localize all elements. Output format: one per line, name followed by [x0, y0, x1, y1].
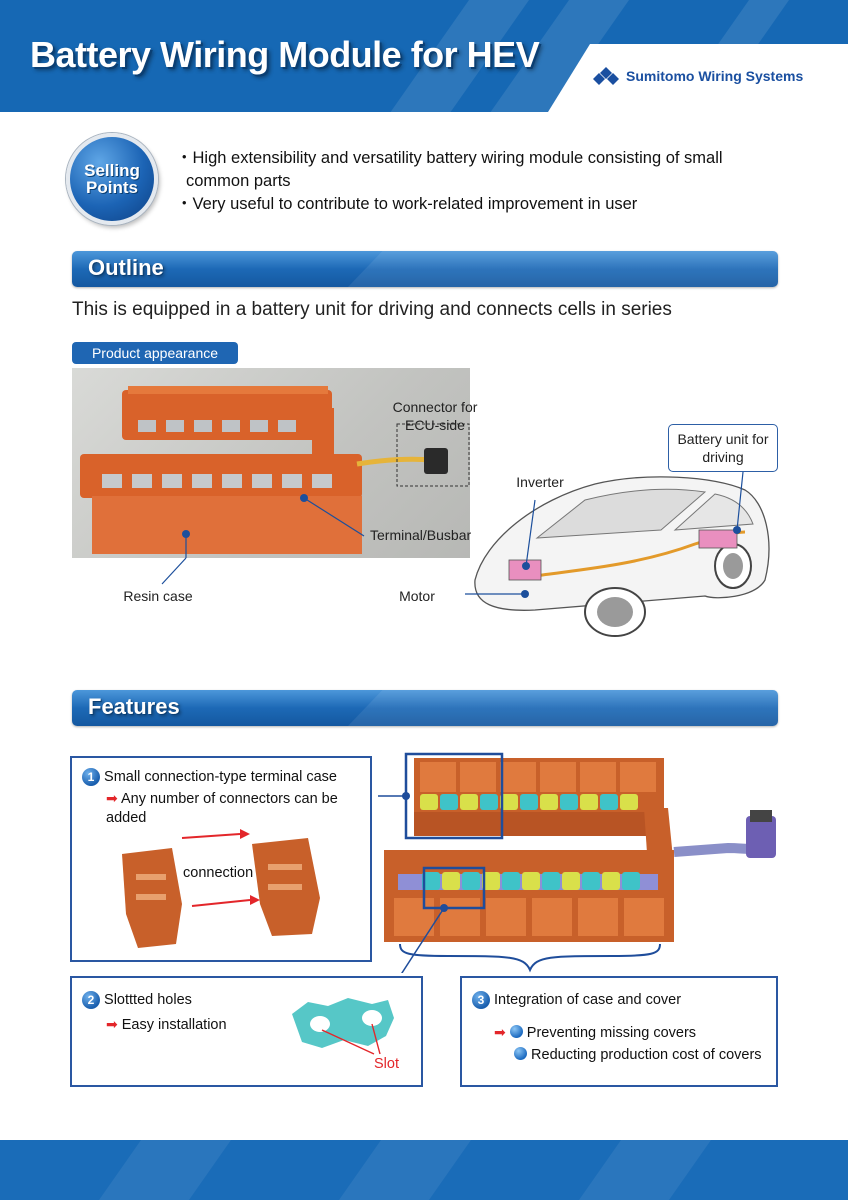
red-arrow-icon: ➡ — [106, 1016, 118, 1032]
feature-2-box: 2 Slottted holes ➡ Easy installation Slo… — [70, 976, 423, 1087]
callout-resin-case: Resin case — [123, 588, 193, 604]
blue-bullet-icon — [514, 1047, 527, 1060]
slot-label: Slot — [374, 1056, 399, 1072]
brand-name: Sumitomo Wiring Systems — [626, 68, 804, 84]
feature-2-title-row: 2 Slottted holes — [82, 991, 282, 1010]
module-diagram — [378, 752, 776, 973]
battery-module-illustration — [80, 386, 470, 558]
callout-connector: Connector for ECU-side — [392, 399, 478, 433]
feature-2-title: Slottted holes — [104, 992, 192, 1008]
feature-3-title-row: 3 Integration of case and cover — [472, 991, 772, 1010]
callout-motor: Motor — [399, 588, 435, 604]
connection-label: connection — [182, 864, 255, 883]
outline-section-bar: Outline — [72, 251, 778, 287]
feature-1-title-row: 1 Small connection-type terminal case — [82, 768, 367, 787]
page-title: Battery Wiring Module for HEV — [30, 34, 540, 75]
feature-number-icon: 1 — [82, 768, 100, 787]
footer-decor-stripe — [338, 1140, 472, 1200]
car-illustration — [465, 471, 770, 637]
feature-1-title: Small connection-type terminal case — [104, 769, 337, 785]
feature-3-item: Reducting production cost of covers — [531, 1047, 762, 1063]
footer-decor-stripe — [98, 1140, 232, 1200]
red-arrow-icon: ➡ — [106, 790, 118, 806]
feature-3-item-row: Reducting production cost of covers — [514, 1046, 776, 1065]
outline-description: This is equipped in a battery unit for d… — [72, 299, 672, 320]
blue-bullet-icon — [509, 1025, 523, 1038]
feature-number-icon: 3 — [472, 991, 490, 1010]
features-heading: Features — [88, 694, 180, 719]
callout-battery-unit: Battery unit for driving — [668, 424, 778, 472]
brand-logo: Sumitomo Wiring Systems — [592, 66, 803, 86]
selling-point-item: ・High extensibility and versatility batt… — [176, 149, 723, 190]
red-arrow-icon: ➡ — [494, 1024, 506, 1040]
feature-2-detail-row: ➡ Easy installation — [106, 1015, 286, 1035]
feature-1-detail: Any number of connectors can be added — [106, 791, 338, 826]
cell-row — [420, 794, 638, 810]
badge-line: Points — [86, 178, 138, 197]
selling-point-item: ・Very useful to contribute to work-relat… — [176, 195, 638, 213]
header-banner: Battery Wiring Module for HEV Sumitomo W… — [0, 0, 848, 112]
terminal-case-connection-illustration — [122, 829, 320, 948]
feature-3-box: 3 Integration of case and cover ➡ Preven… — [460, 976, 778, 1087]
feature-3-item: Preventing missing covers — [526, 1025, 697, 1041]
product-photo — [72, 368, 470, 558]
outline-heading: Outline — [88, 255, 164, 280]
slotted-cover-illustration — [292, 998, 394, 1055]
selling-points-badge: Selling Points — [66, 133, 158, 225]
feature-3-title: Integration of case and cover — [494, 992, 682, 1008]
company-logo-icon — [593, 67, 619, 85]
feature-2-detail: Easy installation — [121, 1017, 227, 1033]
feature-number-icon: 2 — [82, 991, 100, 1010]
callout-terminal-busbar: Terminal/Busbar — [370, 527, 472, 543]
feature-3-item-row: ➡ Preventing missing covers — [494, 1023, 774, 1043]
feature-1-box: 1 Small connection-type terminal case ➡ … — [70, 756, 372, 962]
selling-points-list: ・High extensibility and versatility batt… — [176, 147, 786, 216]
footer-decor-stripe — [578, 1140, 712, 1200]
product-appearance-label: Product appearance — [72, 342, 238, 364]
callout-inverter: Inverter — [516, 474, 564, 490]
feature-1-detail-row: ➡ Any number of connectors can be added — [106, 789, 366, 828]
badge-line: Selling — [84, 161, 140, 180]
footer-band — [0, 1140, 848, 1200]
resin-leader-line — [161, 557, 187, 585]
features-section-bar: Features — [72, 690, 778, 726]
